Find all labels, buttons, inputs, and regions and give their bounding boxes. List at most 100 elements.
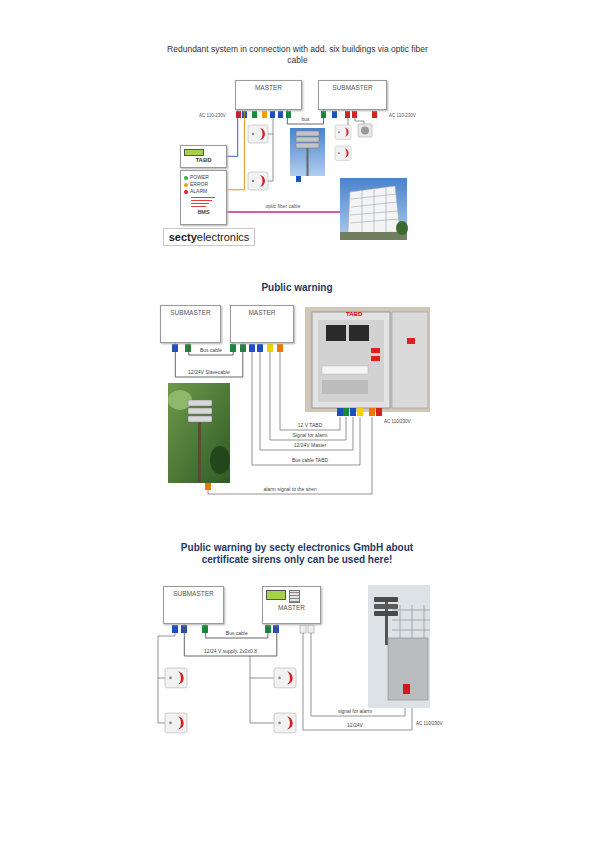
box-title: TABD [184, 157, 223, 164]
door-sticker [407, 338, 415, 344]
cable-connector [175, 343, 243, 377]
label: AC 110/230V [384, 419, 410, 424]
note-line [191, 203, 209, 204]
status-text: POWER [190, 175, 209, 180]
photo-sky [290, 128, 325, 176]
cable-connector [184, 624, 276, 656]
flash-siren [335, 146, 351, 160]
connector [252, 111, 257, 118]
flash-siren [274, 668, 296, 688]
label: Public warning by secty electronics GmbH… [166, 542, 428, 565]
horn [374, 611, 398, 616]
wire [208, 417, 372, 494]
horn [296, 143, 319, 148]
horn [188, 400, 212, 406]
cabinet [312, 312, 390, 408]
wire [268, 118, 273, 181]
flash-siren [165, 713, 187, 733]
connector [376, 408, 382, 416]
device-box: TABD [180, 145, 227, 168]
connector [332, 111, 337, 118]
status-led [184, 183, 188, 187]
controller-box: SUBMASTER [160, 305, 221, 343]
building [348, 186, 400, 234]
box-title: SUBMASTER [164, 309, 217, 317]
controller-box: MASTER [262, 586, 321, 624]
connector [286, 111, 291, 118]
photo-sky [340, 178, 407, 240]
connector [345, 111, 350, 118]
status-panel: POWER ERROR ALARM BMS [180, 170, 227, 225]
panel-name: BMS [184, 209, 223, 216]
box-title: MASTER [239, 84, 298, 92]
connector [350, 408, 356, 416]
connector [202, 625, 208, 633]
flash-siren [248, 172, 268, 190]
status-row: ALARM [184, 188, 223, 195]
label: 12/24V [346, 723, 364, 729]
flash-siren [335, 125, 351, 139]
note-line [191, 206, 206, 207]
connector [278, 111, 283, 118]
box-title: SUBMASTER [322, 84, 383, 92]
cable-connector [227, 110, 238, 156]
controller-box: SUBMASTER [163, 586, 224, 624]
connector [300, 625, 306, 633]
connector [262, 111, 267, 118]
label: 12/24V Master [293, 443, 328, 449]
flash-siren [165, 668, 187, 688]
cable-label: 12/24V Slavecable [187, 370, 231, 376]
sticker [371, 348, 380, 353]
connector [352, 111, 357, 118]
flash-siren [248, 125, 268, 143]
connector [267, 344, 273, 352]
cable-label: Bus cable [199, 348, 223, 354]
box-title: SUBMASTER [167, 590, 220, 598]
connector [257, 344, 263, 352]
device [349, 325, 369, 341]
speaker-body [358, 124, 372, 137]
flash-siren [335, 146, 351, 160]
horn [296, 137, 319, 142]
lcd-display [266, 590, 286, 600]
status-text: ERROR [190, 182, 208, 187]
horn [374, 597, 398, 602]
box-title: MASTER [266, 604, 317, 612]
connector [277, 344, 283, 352]
tree-siren-photo [168, 383, 230, 490]
connector [357, 408, 363, 416]
connector [369, 408, 375, 416]
connector [296, 176, 301, 182]
lcd-display [184, 149, 204, 156]
status-led [184, 176, 188, 180]
control-panel [266, 590, 317, 603]
flash-siren [335, 125, 351, 139]
tree [396, 221, 408, 235]
horn [188, 408, 212, 414]
status-text: ALARM [190, 189, 207, 194]
photo-wall [305, 307, 430, 412]
label: AC 110/230V [416, 721, 442, 726]
connector [273, 625, 279, 633]
wall-siren-photo [368, 585, 430, 708]
connector [308, 625, 314, 633]
logo-box: sectyelectronics [163, 228, 255, 246]
ground [340, 232, 407, 240]
status-led [184, 190, 188, 194]
connector [249, 344, 255, 352]
label: TABD [346, 311, 362, 318]
label: Signal for alarm [291, 433, 328, 439]
flash-siren [274, 713, 296, 733]
pole [307, 148, 309, 176]
leaves [210, 446, 230, 474]
connector [270, 111, 275, 118]
flash-siren [165, 713, 187, 733]
building-photo [340, 178, 408, 240]
signal-lamp [403, 684, 410, 694]
controller-box: MASTER [235, 80, 302, 110]
connector [236, 111, 241, 118]
label: AC 110-230V [389, 113, 416, 118]
